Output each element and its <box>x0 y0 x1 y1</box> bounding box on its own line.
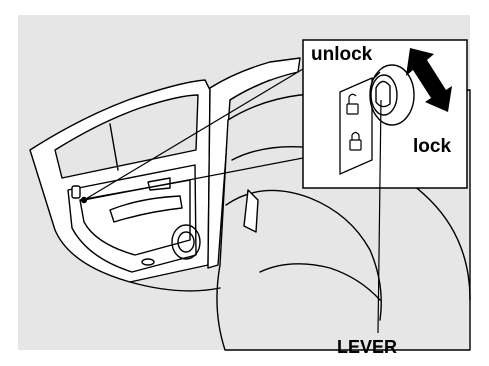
lock-plate <box>340 78 372 174</box>
lever-label: LEVER <box>337 338 397 356</box>
lock-label: lock <box>413 137 451 156</box>
unlock-label: unlock <box>311 45 372 64</box>
